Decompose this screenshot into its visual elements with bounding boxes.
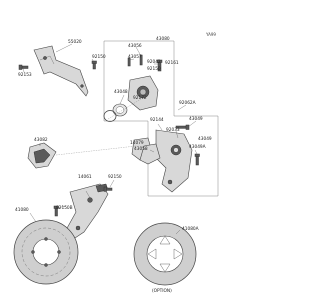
label-92144: 92144 bbox=[150, 117, 164, 123]
diagram-code: YA99 bbox=[205, 32, 216, 37]
label-92150a: 92150 bbox=[92, 54, 106, 60]
bolt-43049b-part bbox=[194, 153, 200, 166]
label-92172: 92172 bbox=[133, 95, 147, 101]
label-14079: 14079 bbox=[130, 140, 144, 146]
label-43058: 43058 bbox=[134, 146, 148, 152]
label-43080: 43080 bbox=[156, 36, 170, 42]
screw-92150a-part bbox=[91, 60, 97, 70]
pin-43049-part bbox=[175, 124, 190, 130]
parts-diagram: YA99 55020 92153 92150 43080 43056 43057… bbox=[13, 32, 219, 294]
label-41080a: 41080A bbox=[182, 226, 199, 232]
brake-disc-part bbox=[13, 219, 79, 285]
label-92062a: 92062A bbox=[179, 100, 196, 106]
label-option: (OPTION) bbox=[152, 288, 172, 294]
label-43049b: 43049 bbox=[198, 136, 212, 142]
label-43056: 43056 bbox=[128, 43, 142, 49]
assembly-outline bbox=[103, 40, 219, 197]
label-92042: 92042 bbox=[147, 59, 161, 65]
pad-pair-part bbox=[131, 137, 161, 165]
label-92033: 92033 bbox=[166, 127, 180, 133]
label-92150b: 92150 bbox=[147, 66, 161, 72]
screw-92150c-part bbox=[103, 186, 113, 192]
brake-disc-option-part bbox=[133, 222, 197, 286]
label-43049: 43049 bbox=[189, 116, 203, 122]
label-92150c: 92150 bbox=[108, 174, 122, 180]
brake-pad-part bbox=[27, 142, 57, 169]
pin-92161-part bbox=[127, 54, 143, 67]
bolt-92153-part bbox=[18, 64, 29, 70]
label-92153: 92153 bbox=[18, 72, 32, 78]
disc-guard-part bbox=[65, 183, 109, 241]
label-92150d: 92150B bbox=[56, 205, 73, 211]
label-43048: 43048 bbox=[114, 89, 128, 95]
label-43082: 43082 bbox=[34, 137, 48, 143]
bleed-valve-part bbox=[156, 59, 163, 72]
chain-guard-part bbox=[33, 45, 89, 97]
bolt-92150d-part bbox=[53, 205, 59, 217]
label-14061: 14061 bbox=[78, 174, 92, 180]
leader-lines bbox=[22, 43, 198, 235]
label-41080: 41080 bbox=[15, 207, 29, 213]
label-43049a: 43049A bbox=[189, 144, 206, 150]
piston-part bbox=[103, 103, 128, 122]
label-43057: 43057 bbox=[128, 54, 142, 60]
caliper-body-upper-part bbox=[127, 75, 159, 111]
label-92161: 92161 bbox=[165, 60, 179, 66]
exploded-view: YA99 55020 92153 92150 43080 43056 43057… bbox=[13, 32, 219, 294]
caliper-holder-part bbox=[155, 129, 193, 193]
label-55020: 55020 bbox=[68, 39, 82, 45]
